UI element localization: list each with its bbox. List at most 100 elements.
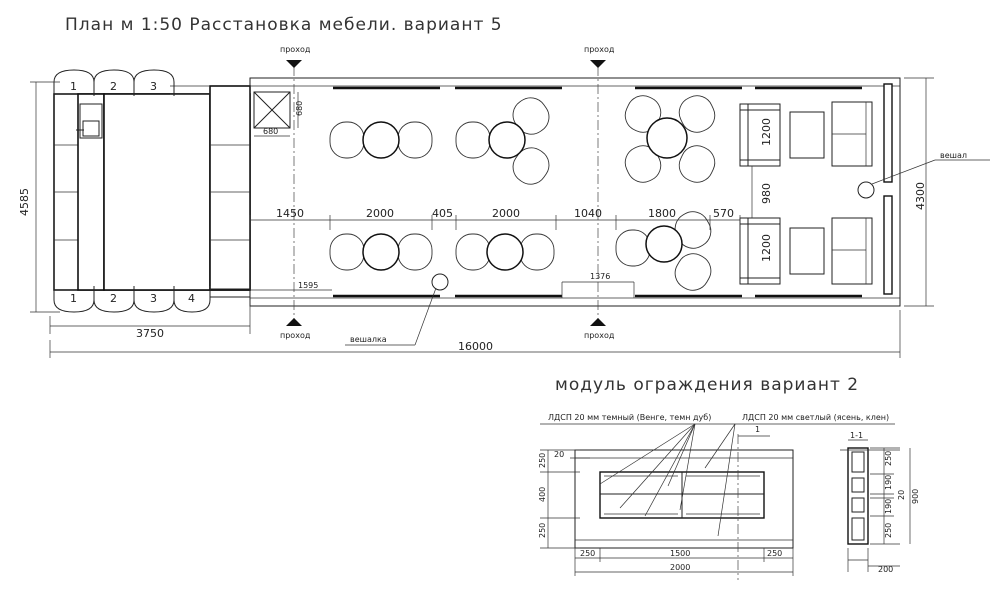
tap-icon bbox=[76, 126, 84, 134]
hanger-label: вешал bbox=[940, 151, 967, 160]
lounge-top: 1200 bbox=[739, 101, 873, 167]
table-group-2 bbox=[455, 97, 550, 185]
table-group-5 bbox=[455, 233, 555, 271]
dim-label: 405 bbox=[432, 207, 453, 220]
dim-label: 3750 bbox=[136, 327, 164, 340]
left-partition bbox=[209, 85, 251, 291]
sink bbox=[79, 103, 103, 139]
dim-label: 900 bbox=[911, 489, 920, 504]
seat-label: 3 bbox=[150, 80, 157, 93]
dim-label: 1200 bbox=[760, 118, 773, 146]
seat-label: 2 bbox=[110, 80, 117, 93]
section-mark: 1 bbox=[755, 425, 760, 434]
dim-label: 1595 bbox=[298, 281, 318, 290]
table-group-1 bbox=[329, 121, 433, 159]
seat-label: 1 bbox=[70, 80, 77, 93]
chair bbox=[455, 233, 491, 271]
dim-label: 4300 bbox=[914, 182, 927, 210]
section-label: 1-1 bbox=[850, 431, 863, 440]
dim-label: 2000 bbox=[492, 207, 520, 220]
round-table bbox=[362, 233, 400, 271]
chair bbox=[519, 233, 555, 271]
dim-label: 20 bbox=[554, 450, 564, 459]
stools-top: 1 2 3 bbox=[53, 69, 175, 96]
round-table bbox=[488, 121, 526, 159]
dim-label: 1200 bbox=[760, 234, 773, 262]
sink-bowl bbox=[82, 120, 100, 137]
pass-label: проход bbox=[584, 331, 615, 340]
hanger-left bbox=[431, 273, 449, 291]
dim-label: 680 bbox=[263, 127, 278, 136]
shaft-box bbox=[253, 91, 291, 129]
chair bbox=[397, 233, 433, 271]
leader-lines bbox=[599, 423, 736, 537]
plan-title: План м 1:50 Расстановка мебели. вариант … bbox=[65, 15, 503, 35]
dim-label: 1376 bbox=[590, 272, 610, 281]
left-block bbox=[53, 85, 251, 298]
chair bbox=[615, 229, 651, 267]
seat-label: 4 bbox=[188, 292, 195, 305]
right-panel bbox=[883, 83, 893, 183]
table-group-6 bbox=[615, 211, 712, 291]
hall-outline bbox=[249, 77, 901, 307]
dim-label: 2000 bbox=[670, 563, 690, 572]
module-title: модуль ограждения вариант 2 bbox=[555, 375, 859, 395]
material-label: ЛДСП 20 мм темный (Венге, темн дуб) bbox=[548, 413, 711, 422]
main-hall: 680 680 проход проход проход проход bbox=[249, 45, 990, 346]
chair bbox=[329, 233, 365, 271]
pass-label: проход bbox=[280, 331, 311, 340]
row-dim-ticks bbox=[249, 215, 741, 230]
dim-label: 250 bbox=[767, 549, 782, 558]
dim-label: 400 bbox=[538, 487, 547, 502]
pass-marker bbox=[590, 318, 606, 326]
seat-label: 1 bbox=[70, 292, 77, 305]
seat-label: 3 bbox=[150, 292, 157, 305]
round-table bbox=[645, 225, 683, 263]
dim-label: 190 bbox=[884, 475, 893, 490]
hanger-right bbox=[857, 181, 875, 199]
dim-label: 570 bbox=[713, 207, 734, 220]
counter bbox=[77, 93, 105, 291]
section-body bbox=[847, 447, 869, 545]
stool-bottom-1 bbox=[53, 286, 95, 313]
dim-label: 1040 bbox=[574, 207, 602, 220]
hanger-label: вешалка bbox=[350, 335, 387, 344]
lounge-bottom: 1200 bbox=[739, 217, 873, 285]
chair bbox=[674, 253, 712, 291]
dim-label: 20 bbox=[897, 490, 906, 500]
section-1-1: 1-1 250 190 20 190 250 900 200 bbox=[840, 431, 920, 574]
overall-dimensions: 4585 4300 3750 16000 bbox=[18, 77, 934, 358]
dim-label: 250 bbox=[580, 549, 595, 558]
chair bbox=[512, 147, 550, 185]
chair bbox=[329, 121, 365, 159]
dim-label: 200 bbox=[878, 565, 893, 574]
bar-counter bbox=[103, 93, 211, 291]
dim-label: 1450 bbox=[276, 207, 304, 220]
chair bbox=[397, 121, 433, 159]
dim-label: 1800 bbox=[648, 207, 676, 220]
dim-label: 1500 bbox=[670, 549, 690, 558]
pass-marker bbox=[286, 318, 302, 326]
dim-label: 2000 bbox=[366, 207, 394, 220]
stool-bottom-2 bbox=[93, 286, 135, 313]
pass-marker bbox=[590, 60, 606, 68]
stool-bottom-4 bbox=[173, 286, 211, 313]
dim-label: 16000 bbox=[458, 340, 493, 353]
coffee-table bbox=[789, 227, 825, 275]
dim-label: 250 bbox=[538, 453, 547, 468]
dim-label: 250 bbox=[884, 523, 893, 538]
table-group-3 bbox=[624, 95, 716, 183]
table-group-4 bbox=[329, 233, 433, 271]
coffee-table bbox=[789, 111, 825, 159]
dim-label: 190 bbox=[884, 499, 893, 514]
dim-label: 4585 bbox=[18, 188, 31, 216]
pass-label: проход bbox=[280, 45, 311, 54]
dim-label: 250 bbox=[538, 523, 547, 538]
module-elevation: ЛДСП 20 мм темный (Венге, темн дуб) ЛДСП… bbox=[538, 413, 895, 580]
stool-top-1 bbox=[53, 69, 95, 96]
round-table bbox=[646, 117, 688, 159]
stool-bottom-3 bbox=[133, 286, 175, 313]
dim-label: 980 bbox=[760, 183, 773, 204]
pass-marker bbox=[286, 60, 302, 68]
